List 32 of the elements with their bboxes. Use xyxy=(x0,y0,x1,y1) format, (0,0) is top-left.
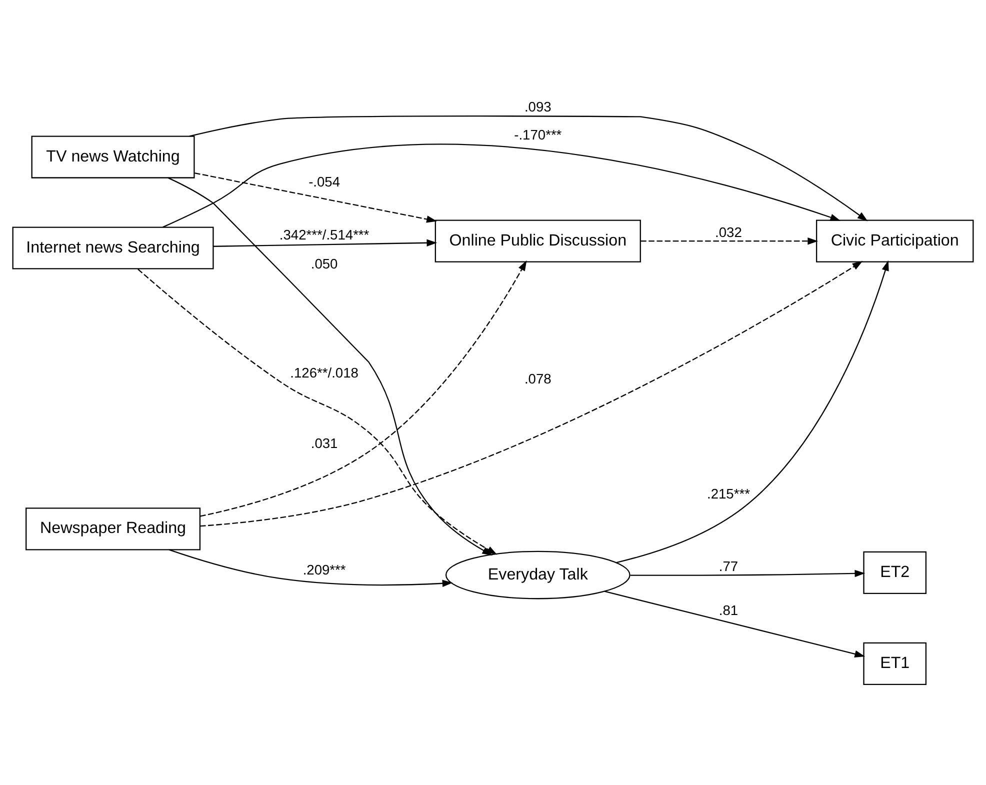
arrow xyxy=(616,260,889,564)
arrow xyxy=(194,172,437,223)
arrow xyxy=(200,260,527,517)
edge-label: .078 xyxy=(524,370,552,386)
edge-label: .032 xyxy=(715,224,742,240)
edge-label: .209*** xyxy=(302,562,346,578)
node-box: ET2 xyxy=(863,551,927,594)
node-box: Civic Participation xyxy=(816,220,974,262)
node-box: Online Public Discussion xyxy=(434,220,641,262)
edge-label: .77 xyxy=(718,558,738,574)
edge-label: .126**/.018 xyxy=(290,364,358,381)
arrow xyxy=(630,570,866,578)
node-box: Internet news Searching xyxy=(12,226,214,270)
arrow xyxy=(213,239,438,247)
edge-label: .81 xyxy=(718,602,738,618)
arrow xyxy=(640,237,818,245)
node-box: TV news Watching xyxy=(31,136,195,178)
edge-label: .215*** xyxy=(706,486,750,502)
edge-label: -.054 xyxy=(308,174,340,190)
edge-label: .031 xyxy=(310,434,338,451)
edge-label: .342***/.514*** xyxy=(279,226,370,242)
edge-label: -.170*** xyxy=(514,126,562,142)
edge-label: .050 xyxy=(310,255,338,272)
arrow xyxy=(189,116,868,222)
node-ellipse: Everyday Talk xyxy=(445,550,630,600)
edge-label: .093 xyxy=(524,98,552,115)
arrow xyxy=(162,144,841,228)
arrow xyxy=(169,549,453,587)
arrow xyxy=(604,590,866,658)
node-box: ET1 xyxy=(863,642,927,685)
node-box: Newspaper Reading xyxy=(26,508,201,550)
arrow xyxy=(200,261,863,527)
